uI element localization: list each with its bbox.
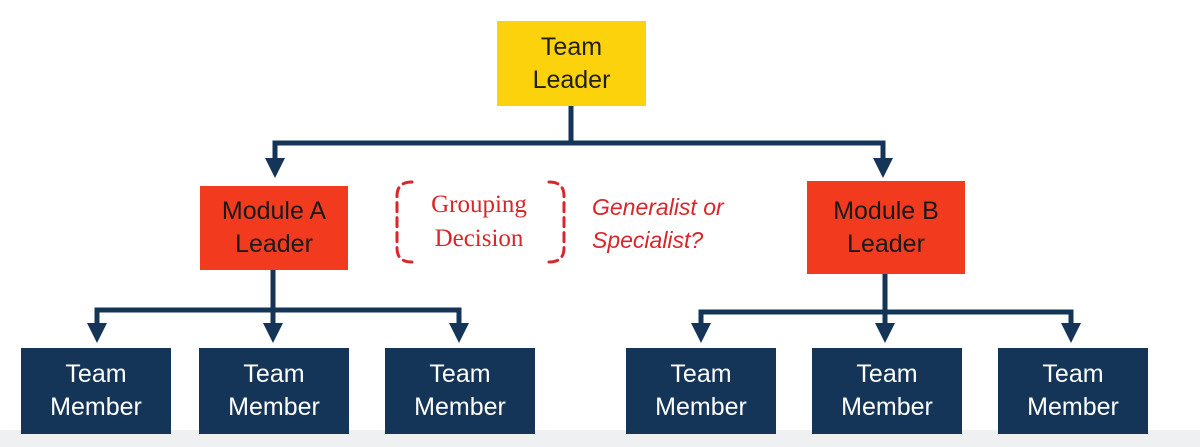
team-leader-box: Team Leader bbox=[497, 21, 646, 106]
team-member-label-line2: Member bbox=[655, 393, 747, 421]
team-member-label-line1: Team bbox=[670, 360, 732, 388]
grouping-line2: Decision bbox=[434, 225, 524, 252]
team-member-box: Team Member bbox=[385, 348, 535, 434]
team-member-label-line1: Team bbox=[429, 360, 491, 388]
module-b-connector bbox=[882, 309, 1081, 343]
module-b-connector bbox=[691, 271, 888, 343]
module-a-connector bbox=[270, 307, 469, 343]
root-connector bbox=[568, 140, 893, 178]
generalist-specialist-question: Generalist or Specialist? bbox=[592, 191, 724, 257]
team-member-label-line1: Team bbox=[243, 360, 305, 388]
team-member-label-line2: Member bbox=[228, 393, 320, 421]
team-member-box: Team Member bbox=[998, 348, 1148, 434]
module-b-label-line2: Leader bbox=[847, 229, 925, 258]
grouping-line1: Grouping bbox=[431, 191, 527, 218]
module-a-label-line2: Leader bbox=[235, 230, 313, 258]
team-member-label-line2: Member bbox=[1027, 393, 1119, 421]
team-member-label-line2: Member bbox=[414, 393, 506, 421]
team-member-box: Team Member bbox=[199, 348, 349, 434]
module-b-label-line1: Module B bbox=[833, 196, 939, 225]
team-leader-label-line1: Team bbox=[540, 32, 603, 61]
team-member-label-line1: Team bbox=[856, 360, 918, 388]
module-b-leader-box: Module B Leader bbox=[807, 181, 965, 274]
bottom-band bbox=[0, 430, 1200, 447]
left-bracket bbox=[395, 180, 414, 264]
question-line1: Generalist or bbox=[592, 194, 724, 220]
grouping-decision-label: Grouping Decision bbox=[404, 188, 554, 256]
question-line2: Specialist? bbox=[592, 227, 704, 253]
team-member-label-line2: Member bbox=[841, 393, 933, 421]
team-member-label-line2: Member bbox=[50, 393, 142, 421]
module-a-connector bbox=[87, 267, 276, 343]
team-member-box: Team Member bbox=[812, 348, 962, 434]
team-leader-label-line2: Leader bbox=[532, 65, 611, 94]
right-bracket bbox=[547, 180, 566, 264]
team-member-box: Team Member bbox=[21, 348, 171, 434]
module-a-leader-box: Module A Leader bbox=[200, 186, 348, 270]
module-a-label-line1: Module A bbox=[221, 197, 327, 225]
team-member-label-line1: Team bbox=[65, 360, 127, 388]
team-member-box: Team Member bbox=[626, 348, 776, 434]
root-connector bbox=[265, 103, 574, 178]
team-member-label-line1: Team bbox=[1042, 360, 1104, 388]
